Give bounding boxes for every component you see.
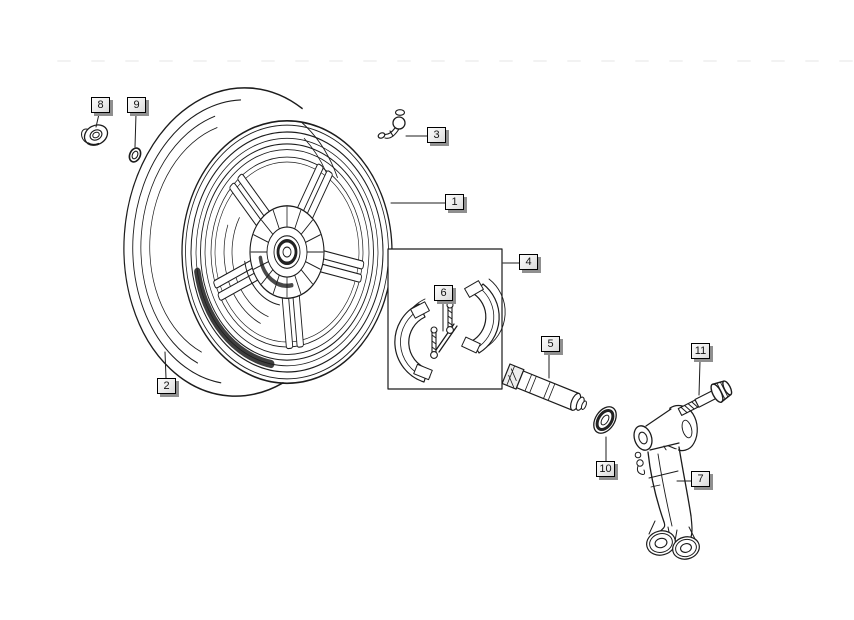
washer-ring (128, 147, 142, 163)
brake-shoe-right (461, 278, 506, 354)
callout-2[interactable]: 2 (157, 378, 176, 394)
leader-11 (698, 360, 701, 396)
flange-bolt (677, 380, 733, 416)
leader-9 (134, 113, 137, 148)
callout-8[interactable]: 8 (91, 97, 110, 113)
brake-shoe-left (394, 298, 433, 383)
axle-nut (81, 124, 109, 146)
hub-drum (244, 205, 325, 306)
callout-10[interactable]: 10 (596, 461, 615, 477)
callout-1[interactable]: 1 (445, 194, 464, 210)
callout-5[interactable]: 5 (541, 336, 560, 352)
callout-7[interactable]: 7 (691, 471, 710, 487)
callout-6[interactable]: 6 (434, 285, 453, 301)
callout-3[interactable]: 3 (427, 127, 446, 143)
callout-4[interactable]: 4 (519, 254, 538, 270)
seal-washer (593, 406, 617, 434)
leader-2 (164, 351, 167, 379)
brake-springs (430, 301, 458, 359)
spoke (213, 258, 262, 301)
hub-shadow-arc (258, 255, 294, 288)
valve-stem (377, 109, 406, 139)
leader-8 (95, 113, 100, 128)
brake-arm (633, 404, 700, 560)
wheel-axle (501, 363, 587, 411)
far-side-arc (223, 224, 261, 324)
rim-shadow-arc (194, 267, 275, 369)
rim-wheel (181, 119, 393, 385)
spoke (229, 173, 273, 230)
leader-lines (95, 113, 701, 482)
callout-11[interactable]: 11 (691, 343, 710, 359)
callout-9[interactable]: 9 (127, 97, 146, 113)
